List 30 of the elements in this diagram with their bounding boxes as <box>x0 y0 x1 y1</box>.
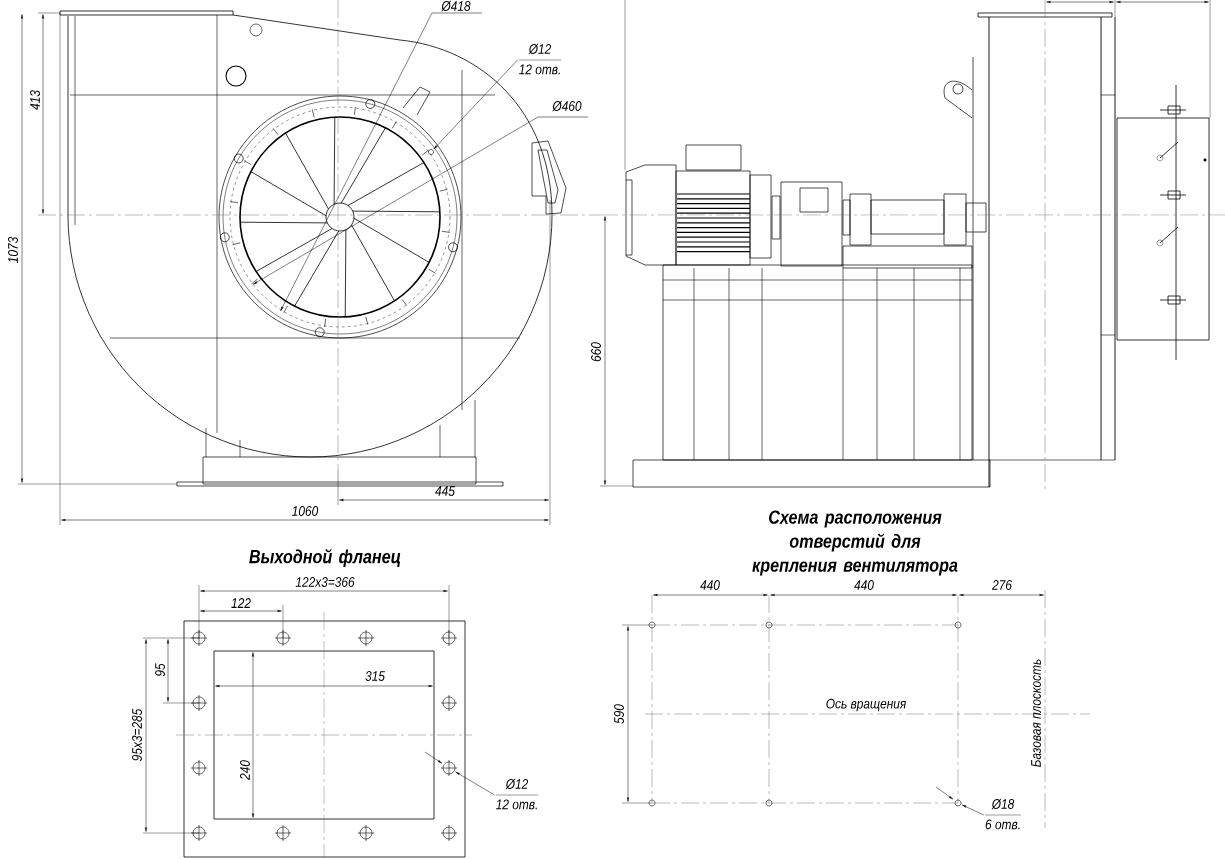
leader-line <box>962 804 985 816</box>
hole <box>954 799 962 807</box>
dimension-value: 240 <box>240 760 250 780</box>
dimension-value: 1060 <box>292 506 319 516</box>
view-title: Выходной фланец <box>249 548 401 568</box>
dimension-value: 1073 <box>8 236 18 263</box>
dimension-value: 95x3=285 <box>132 708 142 761</box>
dimension-value: 122x3=366 <box>295 577 355 587</box>
dimension-value: 413 <box>30 90 40 110</box>
dimension-value: 590 <box>614 704 624 724</box>
dimension-value: 440 <box>700 580 720 590</box>
view-title: Схема расположения отверстий для крепления вентилятора <box>752 510 958 576</box>
dimension-value: 315 <box>365 671 385 681</box>
dimension-value: 122 <box>231 598 251 608</box>
dimension-value: Базовая плоскость <box>1031 659 1041 767</box>
dimension-value: 95 <box>155 663 165 677</box>
dimension-value: 440 <box>854 580 874 590</box>
callout-text: Ø18 6 отв. <box>984 798 1022 830</box>
dimension-value: 660 <box>591 342 601 362</box>
callout-text: Ø12 12 отв. <box>495 778 539 810</box>
callout-text: Ø12 12 отв. <box>518 43 562 75</box>
dimension-value: Ø460 <box>552 100 582 112</box>
leader-line <box>455 771 495 796</box>
dimension-value: Ø418 <box>441 0 471 12</box>
leader-line <box>433 59 518 150</box>
hole <box>440 759 458 777</box>
dimension-value: 445 <box>435 486 455 496</box>
hole <box>428 149 434 155</box>
dimension-value: 276 <box>992 580 1012 590</box>
dimension-value: Ось вращения <box>826 698 906 712</box>
